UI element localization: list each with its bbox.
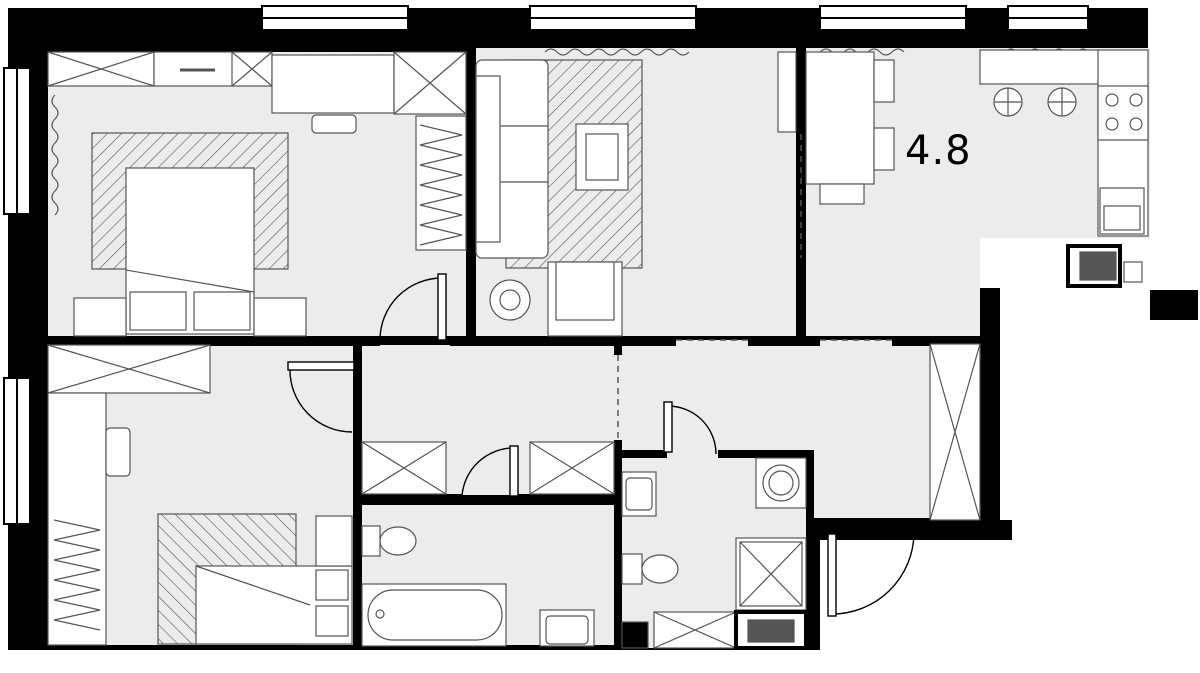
chair-icon	[311, 114, 357, 134]
corridor-furniture	[929, 343, 981, 521]
interior-walls	[40, 48, 1012, 650]
stove-icon	[1097, 85, 1149, 141]
window-icon	[3, 5, 1089, 525]
bedroom-1-furniture	[47, 51, 467, 337]
room-label-kitchen: 4.8	[905, 128, 972, 174]
toilet-icon	[621, 553, 643, 585]
door-swing-icon[interactable]	[287, 273, 915, 617]
bathroom-fixtures	[361, 525, 595, 647]
chair-icon	[873, 127, 895, 171]
toilet-icon	[361, 525, 381, 557]
table-icon	[805, 51, 875, 185]
dashed-openings	[617, 134, 892, 440]
wc-fixtures	[621, 457, 808, 650]
chair-icon	[819, 183, 865, 205]
living-room-furniture	[475, 51, 797, 337]
table-icon	[271, 54, 395, 114]
bedroom-2-furniture	[47, 344, 353, 646]
chair-icon	[873, 59, 895, 103]
hall-furniture	[361, 441, 615, 495]
kitchen-furniture	[805, 49, 1149, 288]
